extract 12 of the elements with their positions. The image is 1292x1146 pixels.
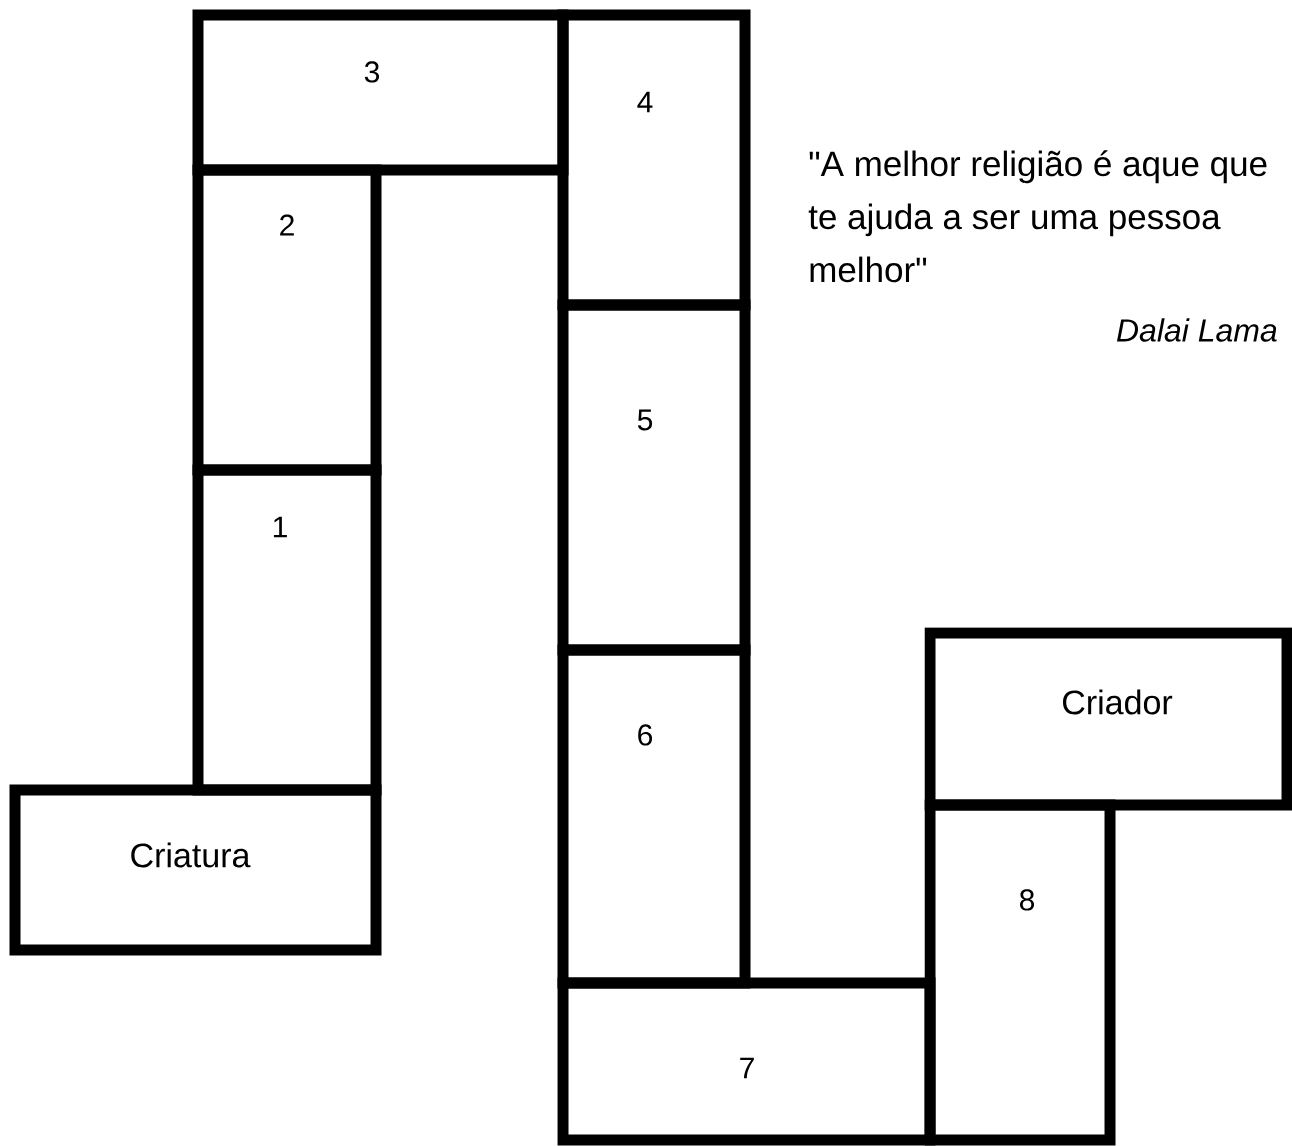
- box: Criatura: [9, 784, 382, 956]
- quote: "A melhor religião é aque que te ajuda a ser uma pessoa melhor": [808, 150, 1267, 283]
- box: 1: [192, 464, 382, 796]
- box: 2: [192, 164, 382, 476]
- box: 8: [924, 799, 1116, 1146]
- box: 4: [557, 9, 751, 311]
- box: 7: [557, 977, 936, 1146]
- box: 6: [557, 644, 751, 989]
- author: Dalai Lama: [1116, 318, 1277, 342]
- box: Criador: [924, 627, 1292, 811]
- box: 3: [192, 9, 569, 176]
- box: 5: [557, 299, 751, 656]
